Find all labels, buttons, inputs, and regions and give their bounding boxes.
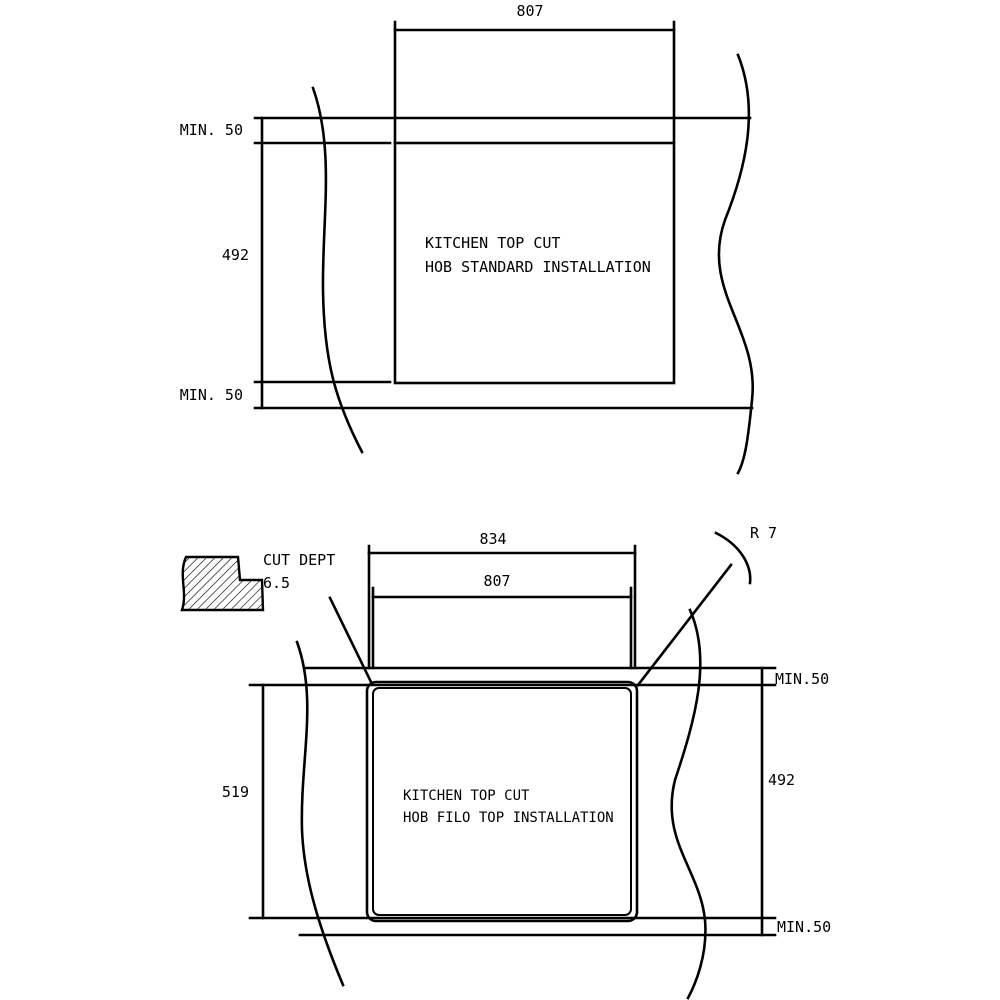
radius-arc — [714, 531, 752, 585]
filo-break-line-right — [670, 608, 707, 1000]
filo-min-bottom-label: MIN.50 — [777, 918, 831, 936]
min-bottom-label: MIN. 50 — [180, 386, 243, 404]
dim-834-label: 834 — [479, 530, 506, 548]
radius-leader — [636, 563, 733, 687]
standard-cutout — [393, 141, 676, 385]
filo-outer-cutout — [365, 680, 639, 923]
radius-label: R 7 — [750, 524, 777, 542]
filo-caption-line1: KITCHEN TOP CUT — [403, 788, 530, 804]
min-top-label: MIN. 50 — [180, 121, 243, 139]
cut-depth-profile — [180, 555, 265, 612]
standard-installation-diagram: 807 MIN. 50 492 MIN. 50 KITCHEN TOP CUT … — [180, 2, 755, 475]
filo-inner-cutout — [372, 687, 632, 916]
dim-492-label: 492 — [768, 771, 795, 789]
dim-height-label: 492 — [222, 246, 249, 264]
standard-caption-line2: HOB STANDARD INSTALLATION — [425, 258, 651, 276]
filo-break-line-left — [295, 640, 345, 987]
cut-depth-label-line1: CUT DEPT — [263, 551, 335, 569]
dim-width-label: 807 — [516, 2, 543, 20]
cut-depth-label-line2: 6.5 — [263, 574, 290, 592]
filo-min-top-label: MIN.50 — [775, 670, 829, 688]
filo-caption-line2: HOB FILO TOP INSTALLATION — [403, 810, 614, 826]
dim-519-label: 519 — [222, 783, 249, 801]
break-line-left — [311, 86, 364, 454]
standard-caption-line1: KITCHEN TOP CUT — [425, 234, 560, 252]
break-line-right — [717, 53, 755, 475]
dim-807-label: 807 — [483, 572, 510, 590]
filo-installation-diagram: CUT DEPT 6.5 834 807 R 7 519 — [180, 524, 831, 1000]
cut-depth-leader — [328, 596, 374, 686]
